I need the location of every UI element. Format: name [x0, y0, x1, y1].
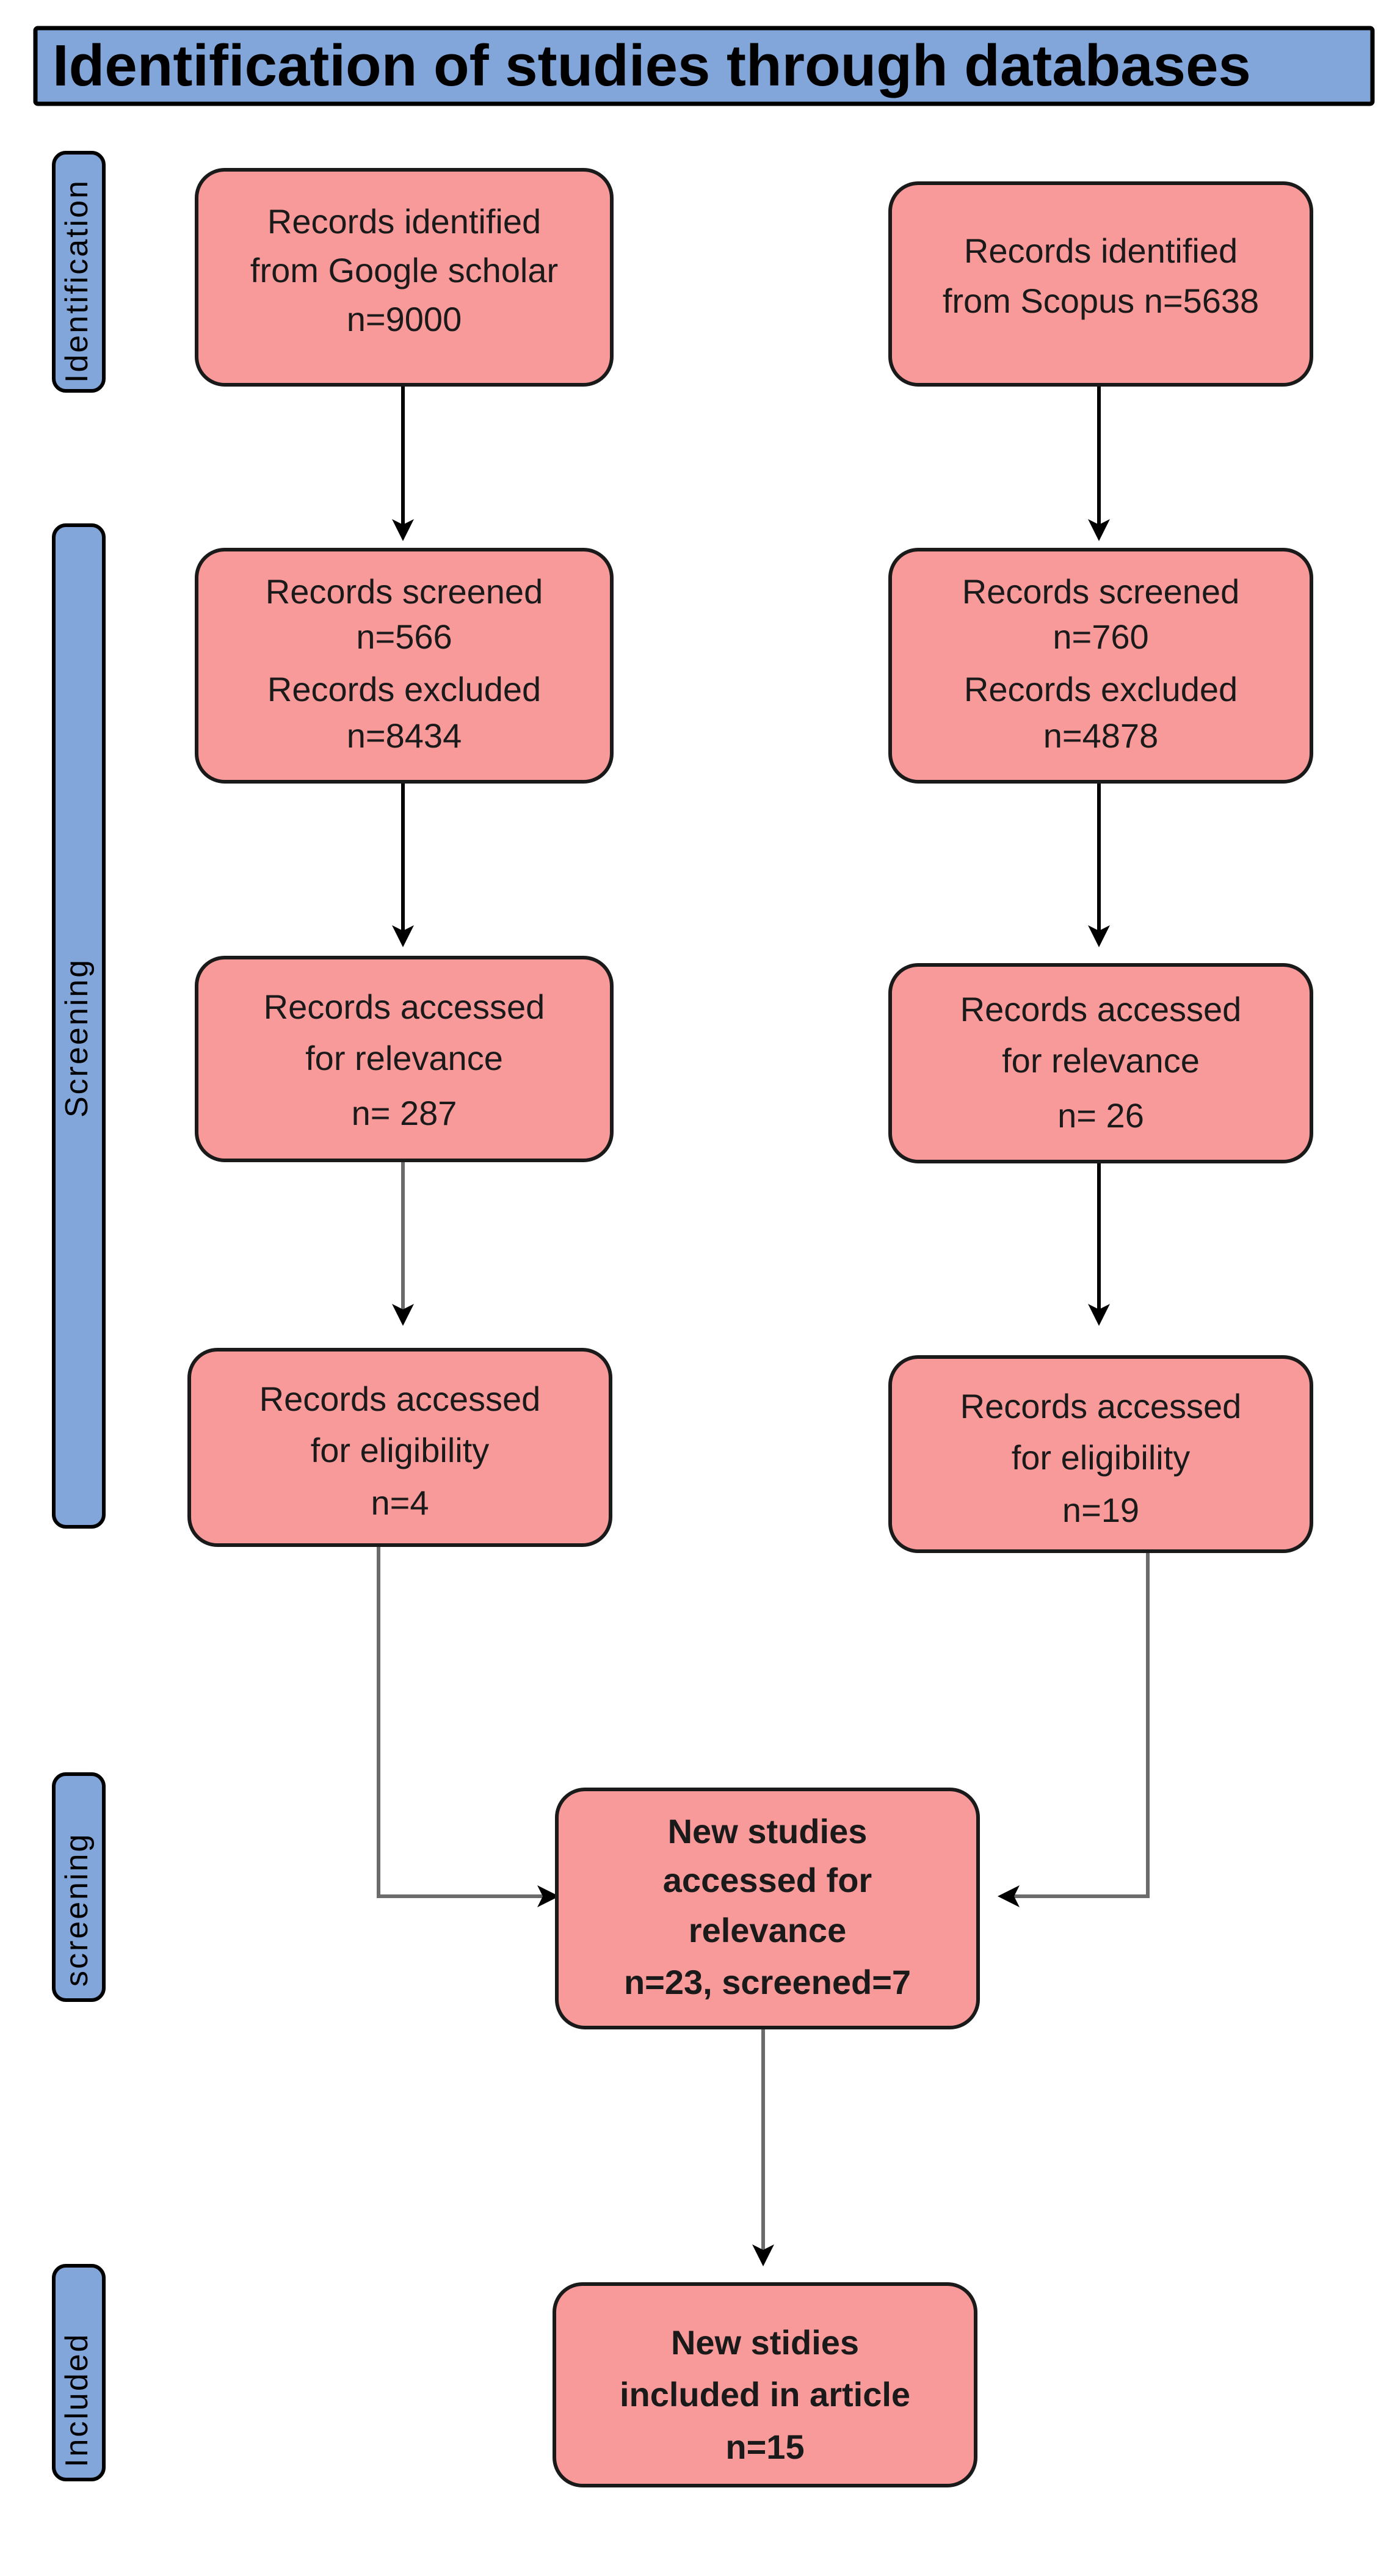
node-google-scholar-eligibility-line-3: n=4 [371, 1483, 429, 1522]
node-new-studies-relevance-line-4: n=23, screened=7 [624, 1963, 911, 2001]
node-google-scholar-identified[interactable]: Records identified from Google scholar n… [195, 168, 614, 387]
node-scopus-screened-line-4: n=4878 [1043, 716, 1158, 755]
stage-label-included: Included [59, 2332, 95, 2467]
node-scopus-eligibility-line-2: for eligibility [1012, 1438, 1191, 1477]
stage-bar-identification: Identification [52, 151, 106, 393]
node-google-scholar-screened-line-4: n=8434 [347, 716, 462, 755]
node-google-scholar-relevance-line-2: for relevance [305, 1039, 503, 1077]
stage-label-screening-lower: screening [59, 1833, 95, 1987]
node-scopus-screened-line-2: n=760 [1053, 617, 1148, 656]
node-google-scholar-identified-line-1: Records identified [267, 202, 541, 241]
stage-bar-included: Included [52, 2264, 106, 2481]
node-google-scholar-screened-line-1: Records screened [266, 572, 543, 611]
stage-bar-screening-background [52, 523, 106, 1529]
node-scopus-identified-line-2: from Scopus n=5638 [943, 282, 1259, 320]
node-google-scholar-eligibility-line-2: for eligibility [311, 1431, 490, 1469]
node-new-studies-included-line-2: included in article [620, 2375, 910, 2414]
stage-label-identification: Identification [59, 179, 95, 383]
node-new-studies-included-background[interactable] [553, 2282, 977, 2487]
node-google-scholar-screened-background[interactable] [195, 548, 614, 784]
node-google-scholar-relevance[interactable]: Records accessed for relevance n= 287 [195, 956, 614, 1162]
node-scopus-eligibility-line-3: n=19 [1062, 1491, 1139, 1529]
node-scopus-identified-line-1: Records identified [964, 231, 1238, 270]
node-google-scholar-identified-background[interactable] [195, 168, 614, 387]
node-scopus-screened-line-1: Records screened [962, 572, 1239, 611]
stage-bar-screening: Screening [52, 523, 106, 1529]
node-scopus-screened[interactable]: Records screened n=760 Records excluded … [888, 548, 1313, 784]
node-scopus-eligibility-background[interactable] [888, 1355, 1313, 1553]
node-google-scholar-eligibility[interactable]: Records accessed for eligibility n=4 [187, 1348, 612, 1547]
node-google-scholar-relevance-background[interactable] [195, 956, 614, 1162]
node-new-studies-included[interactable]: New stidies included in article n=15 [553, 2282, 977, 2487]
node-google-scholar-relevance-line-3: n= 287 [352, 1094, 457, 1132]
stage-bar-included-background [52, 2264, 106, 2481]
node-google-scholar-screened-line-3: Records excluded [267, 670, 541, 708]
banner: Identification of studies through databa… [33, 26, 1375, 106]
stage-bar-screening-lower-background [52, 1772, 106, 2002]
node-scopus-relevance-line-1: Records accessed [960, 990, 1242, 1028]
node-new-studies-relevance-line-3: relevance [689, 1911, 846, 1949]
node-scopus-identified[interactable]: Records identified from Scopus n=5638 [888, 181, 1313, 387]
page-title: Identification of studies through databa… [53, 33, 1251, 98]
stage-label-screening: Screening [59, 958, 95, 1118]
node-google-scholar-eligibility-background[interactable] [187, 1348, 612, 1547]
node-scopus-relevance[interactable]: Records accessed for relevance n= 26 [888, 963, 1313, 1163]
node-new-studies-relevance-line-1: New studies [668, 1812, 868, 1850]
node-google-scholar-screened-line-2: n=566 [356, 617, 452, 656]
node-google-scholar-identified-line-2: from Google scholar [250, 251, 558, 289]
node-scopus-relevance-line-3: n= 26 [1057, 1096, 1144, 1135]
edge-scopus-eligibility-to-new-studies [998, 1542, 1150, 1907]
node-scopus-relevance-line-2: for relevance [1002, 1041, 1200, 1080]
edge-google-eligibility-to-new-studies [377, 1542, 559, 1907]
node-google-scholar-relevance-line-1: Records accessed [264, 988, 545, 1026]
node-new-studies-included-line-1: New stidies [671, 2323, 859, 2362]
node-scopus-eligibility[interactable]: Records accessed for eligibility n=19 [888, 1355, 1313, 1553]
node-scopus-screened-background[interactable] [888, 548, 1313, 784]
stage-bar-identification-background [52, 151, 106, 393]
banner-background [33, 26, 1375, 106]
node-new-studies-relevance-background[interactable] [555, 1788, 980, 2029]
node-scopus-relevance-background[interactable] [888, 963, 1313, 1163]
node-google-scholar-screened[interactable]: Records screened n=566 Records excluded … [195, 548, 614, 784]
node-new-studies-relevance[interactable]: New studies accessed for relevance n=23,… [555, 1788, 980, 2029]
stage-bar-screening-lower: screening [52, 1772, 106, 2002]
node-scopus-eligibility-line-1: Records accessed [960, 1387, 1242, 1425]
node-google-scholar-identified-line-3: n=9000 [347, 300, 462, 338]
node-scopus-identified-background[interactable] [888, 181, 1313, 387]
node-new-studies-included-line-3: n=15 [725, 2428, 804, 2466]
node-scopus-screened-line-3: Records excluded [964, 670, 1238, 708]
node-google-scholar-eligibility-line-1: Records accessed [259, 1380, 541, 1418]
node-new-studies-relevance-line-2: accessed for [663, 1861, 872, 1899]
